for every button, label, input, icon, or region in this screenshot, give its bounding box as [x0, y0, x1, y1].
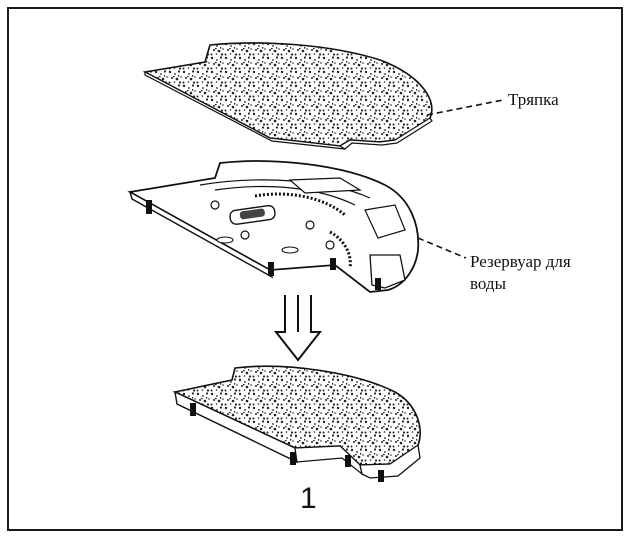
down-arrow-icon: [276, 295, 320, 360]
tank-label-line2: воды: [470, 273, 506, 294]
assembled-tank: [175, 366, 420, 482]
tank-leader-line: [418, 238, 466, 258]
water-tank: [130, 161, 418, 292]
tank-label-line1: Резервуар для: [470, 251, 571, 272]
cloth-label: Тряпка: [508, 89, 559, 110]
step-number: 1: [300, 482, 317, 516]
mop-cloth-top: [145, 43, 432, 149]
cloth-leader-line: [427, 100, 503, 115]
